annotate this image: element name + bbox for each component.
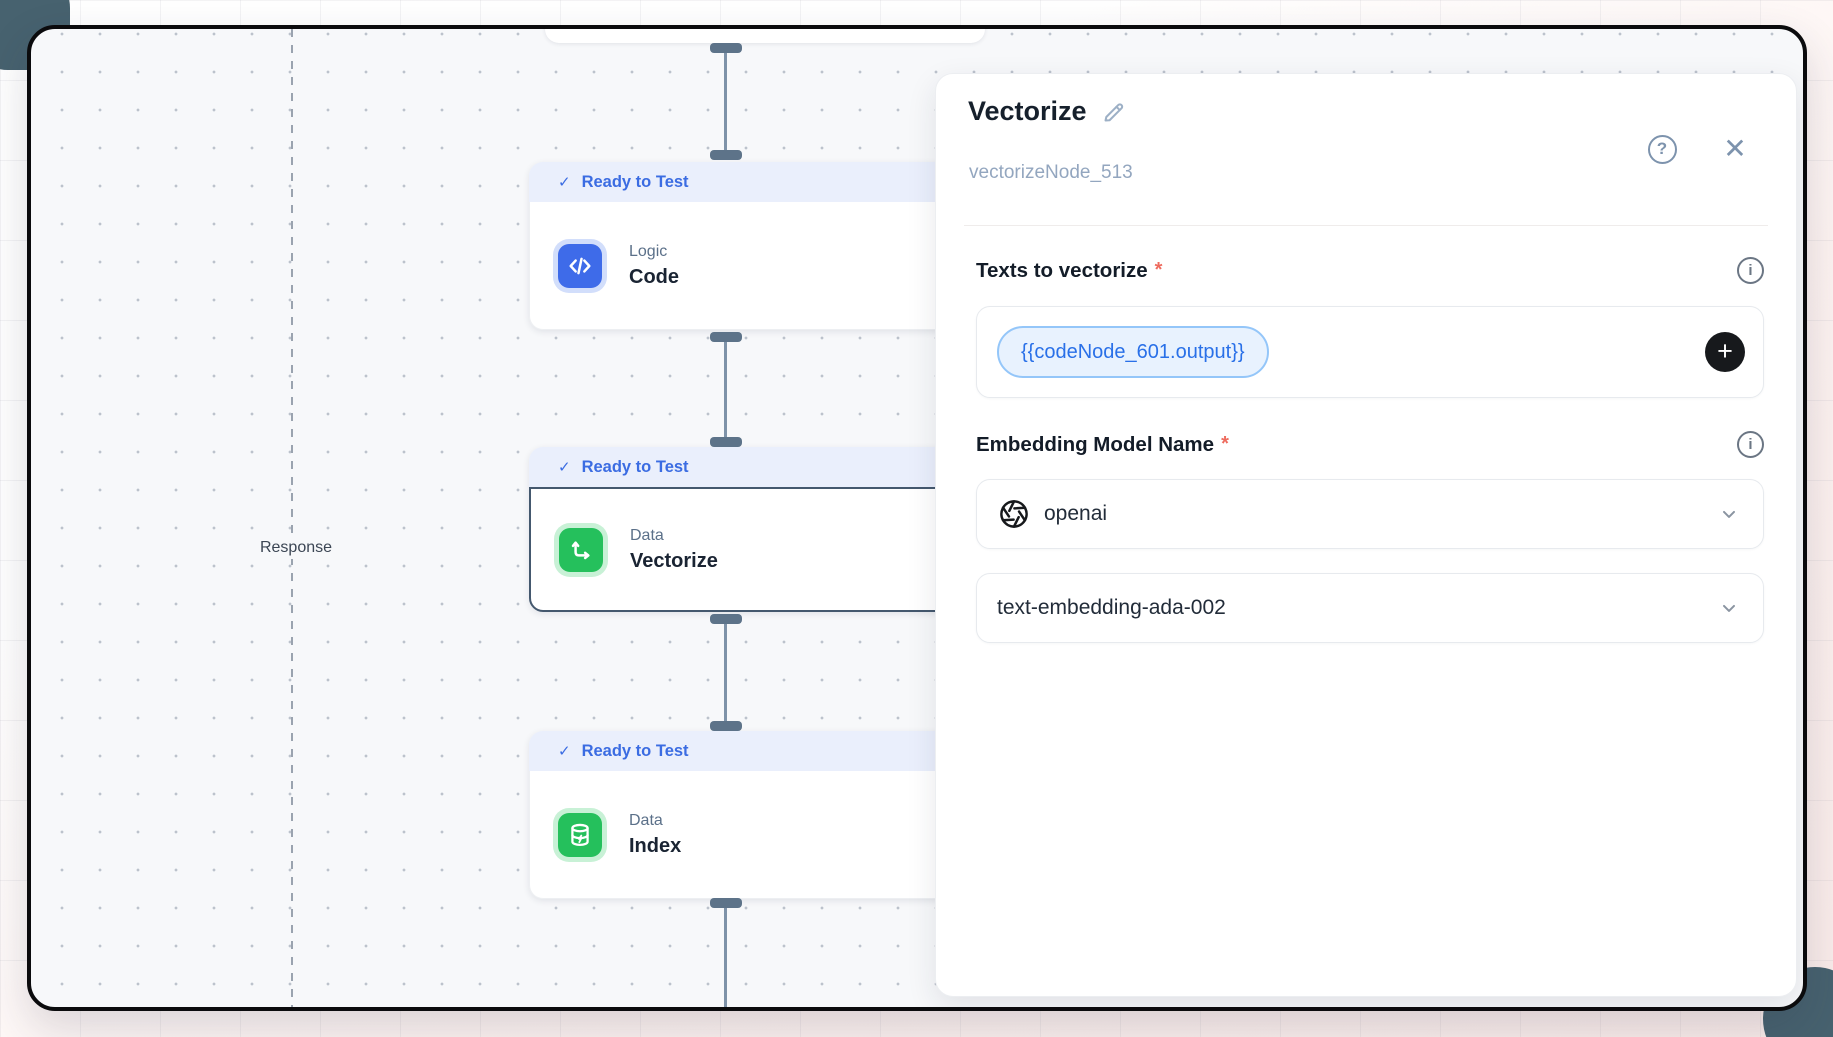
node-status-text: Ready to Test [581,741,689,760]
node-card-vectorize[interactable]: Data Vectorize [529,487,969,612]
required-marker: * [1154,259,1163,281]
response-section-label: Response [251,537,341,559]
node-vectorize[interactable]: ✓ Ready to Test Data Vectorize [529,447,969,612]
help-button[interactable]: ? [1643,130,1681,168]
node-title: Vectorize [630,549,718,572]
connector-edge [724,53,727,150]
provider-value: openai [1044,502,1108,525]
plus-icon: + [1717,335,1733,366]
node-category: Data [629,811,663,829]
node-card-code[interactable]: Logic Code [529,202,969,330]
node-status-badge: ✓ Ready to Test [529,162,969,202]
connector-handle[interactable] [710,614,742,624]
connector-handle[interactable] [710,437,742,447]
embedding-field-label: Embedding Model Name [976,432,1215,456]
edit-icon[interactable] [1101,99,1127,125]
node-card-index[interactable]: Data Index [529,771,969,899]
provider-dropdown[interactable]: openai [976,479,1764,549]
info-icon[interactable]: i [1737,257,1764,284]
chevron-down-icon [1719,504,1739,524]
info-icon[interactable]: i [1737,431,1764,458]
model-value: text-embedding-ada-002 [997,596,1226,619]
model-dropdown[interactable]: text-embedding-ada-002 [976,573,1764,643]
vectorize-icon [559,527,603,572]
connector-edge [724,624,727,721]
connector-handle[interactable] [710,43,742,53]
connector-edge [724,342,727,437]
code-icon [558,243,602,288]
close-icon: ✕ [1723,133,1747,164]
check-icon: ✓ [558,459,571,476]
chevron-down-icon [1719,598,1739,618]
node-status-badge: ✓ Ready to Test [529,447,969,487]
connector-handle[interactable] [710,721,742,731]
connector-edge [724,908,727,1007]
connector-handle[interactable] [710,150,742,160]
workflow-window: Response ✓ Ready to Test Logic Code [27,25,1807,1011]
node-id-label: vectorizeNode_513 [969,162,1133,183]
panel-title: Vectorize [968,96,1087,126]
check-icon: ✓ [558,174,571,191]
node-status-text: Ready to Test [581,172,689,191]
help-icon: ? [1647,134,1677,164]
node-category: Logic [629,242,668,260]
variable-chip[interactable]: {{codeNode_601.output}} [997,326,1269,378]
connector-handle[interactable] [710,898,742,908]
node-category: Data [630,526,664,544]
openai-logo-icon [997,497,1031,531]
node-code[interactable]: ✓ Ready to Test Logic Code [529,162,969,330]
texts-field-label: Texts to vectorize [976,258,1148,282]
required-marker: * [1221,433,1229,455]
add-text-button[interactable]: + [1705,332,1745,372]
node-config-panel: Vectorize vectorizeNode_513 ? ✕ Texts to… [935,73,1797,997]
panel-divider [964,225,1768,226]
node-status-text: Ready to Test [581,457,689,476]
node-index[interactable]: ✓ Ready to Test Data Index [529,731,969,899]
texts-to-vectorize-input[interactable]: {{codeNode_601.output}} + [976,306,1764,398]
database-icon [558,812,602,857]
connector-handle[interactable] [710,332,742,342]
check-icon: ✓ [558,743,571,760]
close-button[interactable]: ✕ [1716,130,1754,168]
clipped-node-card[interactable] [545,29,985,43]
node-title: Index [629,834,682,857]
response-boundary-line [291,29,293,1007]
node-title: Code [629,265,679,288]
node-status-badge: ✓ Ready to Test [529,731,969,771]
